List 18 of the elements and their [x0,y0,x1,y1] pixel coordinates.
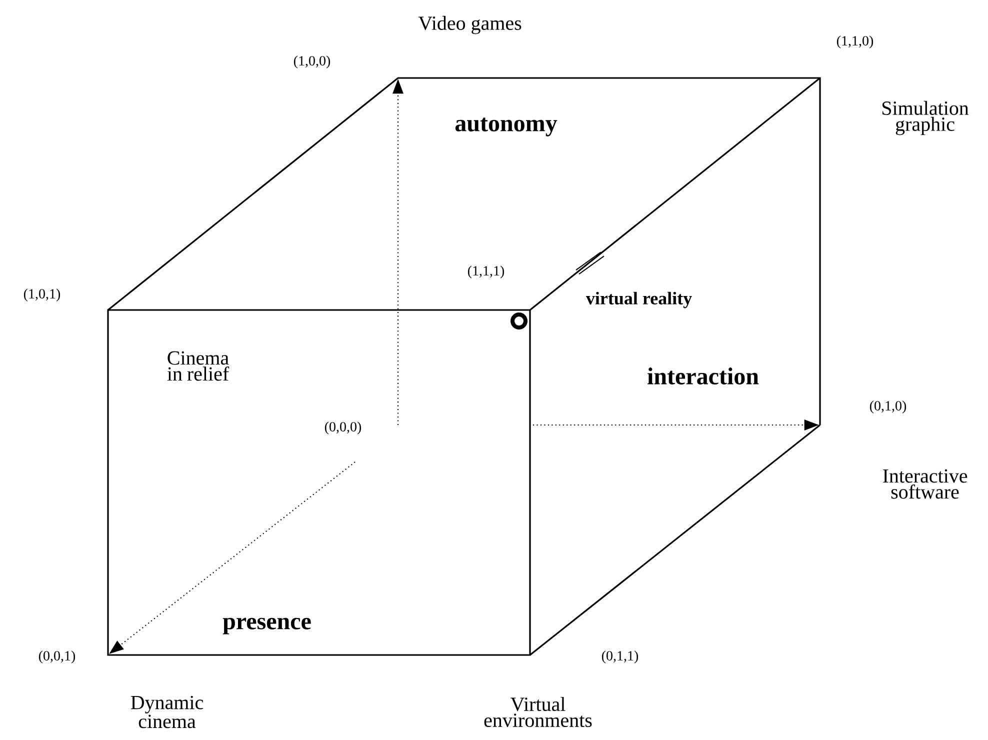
coordinate-label: (0,0,0) [324,422,362,434]
coordinate-label: (1,1,1) [468,266,504,278]
axis-caption: Dynamic cinema [130,696,204,728]
axis-caption: Virtual environments [484,696,592,728]
axis-label: presence [222,618,311,634]
coordinate-label: (0,0,1) [38,650,76,664]
coordinate-label: (0,1,1) [602,650,638,664]
axis-caption: Cinema in relief [167,351,230,381]
axis-label: autonomy [455,118,558,136]
axis-label: interaction [648,368,759,384]
axis-caption: Video games [418,16,522,34]
coordinate-label: (1,0,0) [294,56,330,68]
coordinate-label: (0,1,0) [870,400,906,414]
axis-label: virtual reality [586,292,692,308]
axis-caption: Simulation graphic [882,100,969,136]
coordinate-label: (1,1,0) [836,36,874,48]
coordinate-label: (1,0,1) [24,288,60,302]
axis-caption: Interactive software [883,469,968,499]
